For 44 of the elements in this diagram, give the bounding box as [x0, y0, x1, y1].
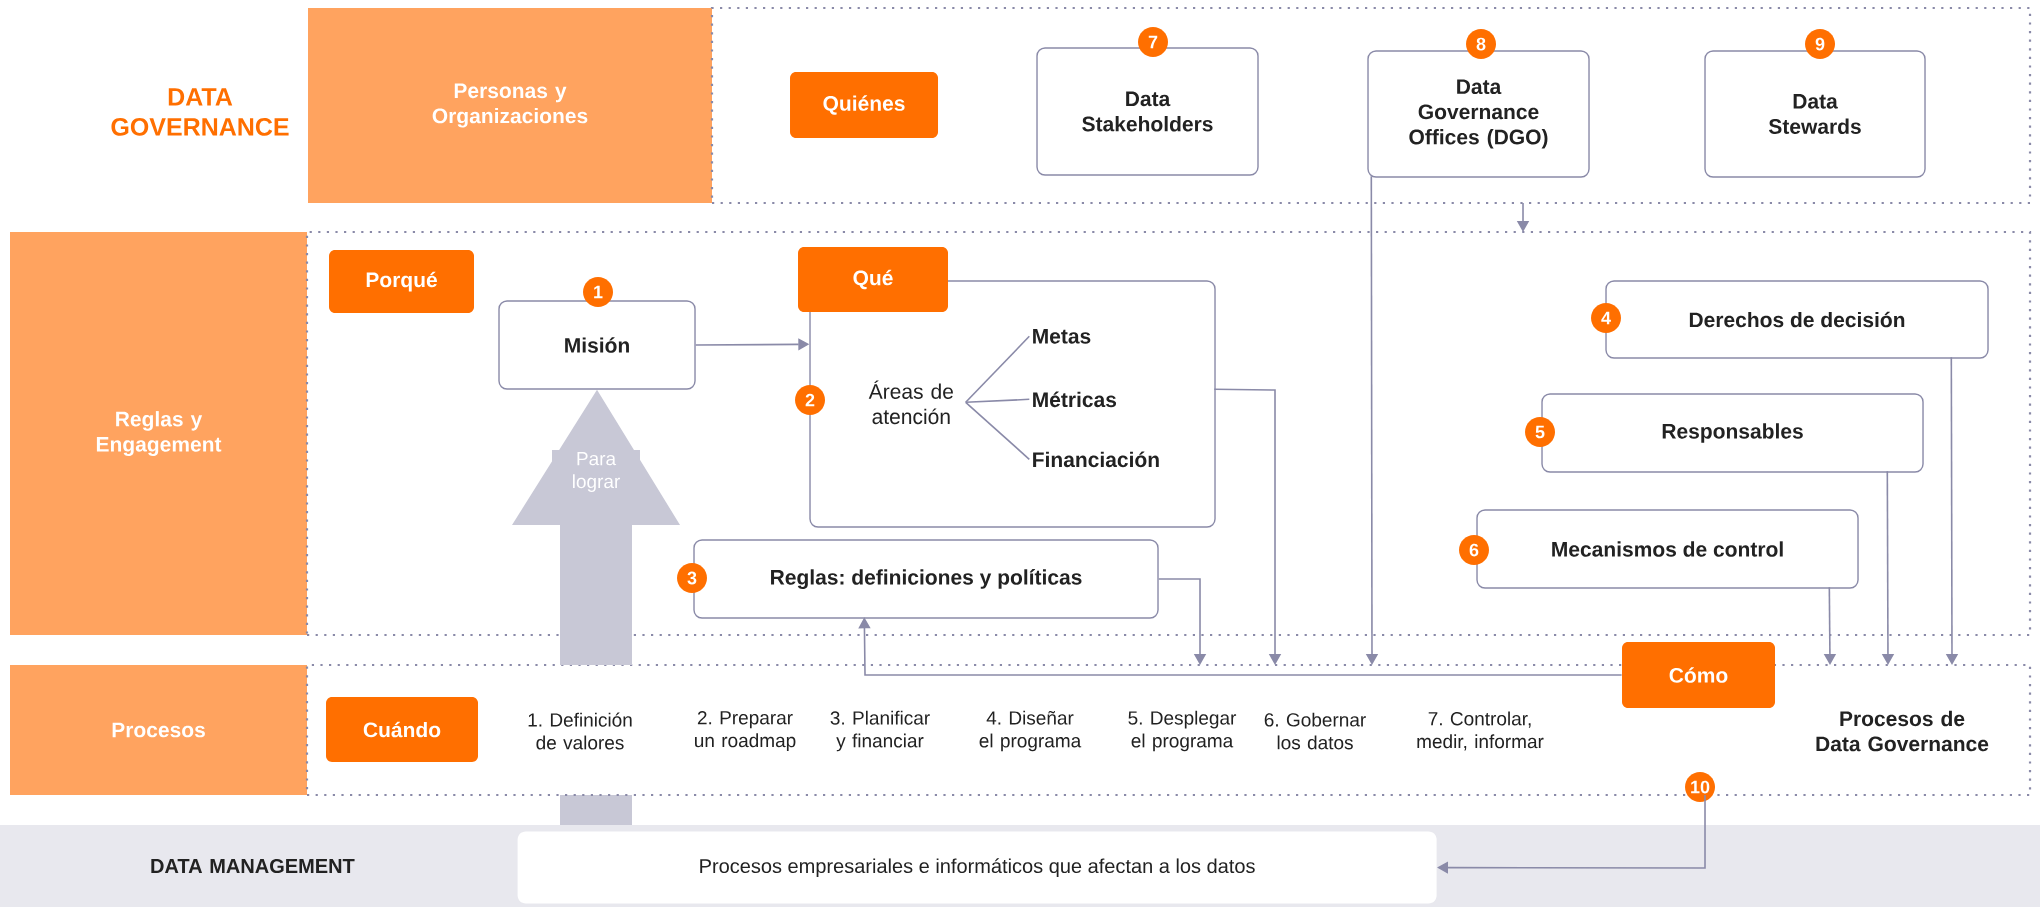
process-title: Procesos de Data Governance — [1816, 710, 1989, 752]
row-header: Personas y Organizaciones — [308, 8, 712, 203]
heading: DATA GOVERNANCE — [111, 88, 289, 136]
step-label: 1. Definición de valores — [528, 712, 632, 750]
branch-line — [964, 398, 1031, 404]
step-label: 6. Gobernar los datos — [1264, 712, 1366, 750]
callout-number: 7 — [1138, 27, 1168, 57]
step-label: 3. Planificar y financiar — [830, 710, 930, 752]
role-box: Data Stewards — [1704, 50, 1926, 178]
callout-number: 2 — [795, 385, 825, 415]
step-label: 2. Preparar un roadmap — [695, 711, 796, 751]
branch-label: Métricas — [1033, 391, 1117, 408]
callout-number: 10 — [1685, 772, 1715, 802]
callout-number: 4 — [1591, 303, 1621, 333]
branch-label: Metas — [1033, 329, 1091, 344]
callout-number: 5 — [1525, 417, 1555, 447]
branch-line — [964, 401, 1031, 461]
callout-number: 6 — [1459, 535, 1489, 565]
arrow — [1437, 794, 1706, 874]
section-frame — [305, 663, 2032, 797]
section-frame — [305, 230, 2032, 637]
section-frame — [710, 6, 2032, 205]
row-header: Reglas y Engagement — [10, 232, 307, 635]
step-label: 7. Controlar, medir, informar — [1417, 711, 1544, 751]
question-tag: Quiénes — [790, 72, 938, 138]
question-tag: Porqué — [329, 250, 474, 313]
question-tag: Cómo — [1622, 642, 1775, 708]
callout-number: 3 — [677, 563, 707, 593]
row-header: Procesos — [10, 665, 307, 795]
callout-number: 8 — [1466, 29, 1496, 59]
question-tag: Qué — [798, 247, 948, 312]
callout-number: 9 — [1805, 29, 1835, 59]
arrow — [1157, 578, 1207, 665]
branch-root-label: Áreas de atención — [868, 380, 953, 425]
question-tag: Cuándo — [326, 697, 478, 762]
step-label: 5. Desplegar el programa — [1128, 710, 1237, 752]
callout-number: 1 — [583, 277, 613, 307]
branch-label: Financiación — [1033, 451, 1159, 468]
branch-line — [964, 335, 1031, 404]
arrow — [1213, 388, 1282, 665]
role-box: Data Governance Offices (DGO) — [1367, 50, 1590, 178]
step-label: 4. Diseñar el programa — [979, 710, 1082, 752]
concept-box: Misión — [498, 300, 696, 390]
process-box: Procesos empresariales e informáticos que afectan a los datos — [517, 831, 1437, 904]
